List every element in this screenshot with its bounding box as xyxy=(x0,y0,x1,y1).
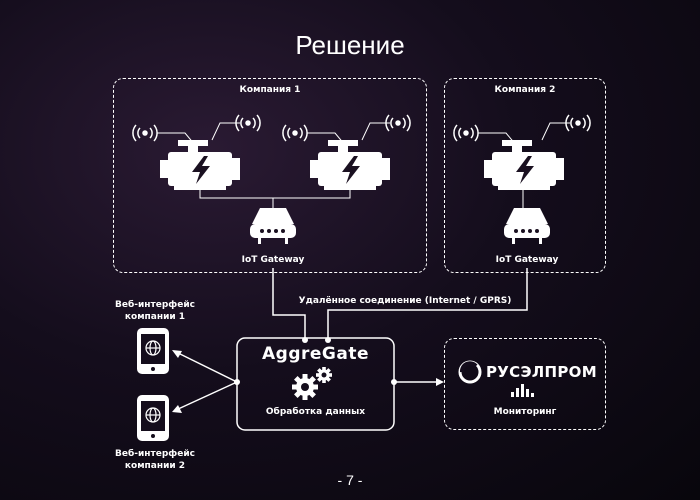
page-number: - 7 - xyxy=(337,472,363,488)
web2-label-line1: Веб-интерфейс xyxy=(115,449,195,459)
company-2-label: Компания 2 xyxy=(494,85,556,95)
aggregate-logo: AggreGate xyxy=(262,344,369,364)
web1-label-line2: компании 1 xyxy=(124,312,186,322)
company-2-box xyxy=(444,78,606,273)
monitoring-brand: РУСЭЛПРОМ xyxy=(486,363,597,381)
web1-label-line1: Веб-интерфейс xyxy=(115,300,195,310)
web2-label-line2: компании 2 xyxy=(124,461,186,471)
company-1-label: Компания 1 xyxy=(239,85,301,95)
connection-label: Удалённое соединение (Internet / GPRS) xyxy=(298,296,512,306)
monitoring-caption: Мониторинг xyxy=(493,407,557,417)
gateway-2-label: IoT Gateway xyxy=(495,255,559,265)
company-1-box xyxy=(113,78,427,273)
page-title: Решение xyxy=(295,30,405,60)
aggregate-caption: Обработка данных xyxy=(265,407,366,417)
gateway-1-label: IoT Gateway xyxy=(241,255,305,265)
monitoring-box xyxy=(444,338,606,430)
